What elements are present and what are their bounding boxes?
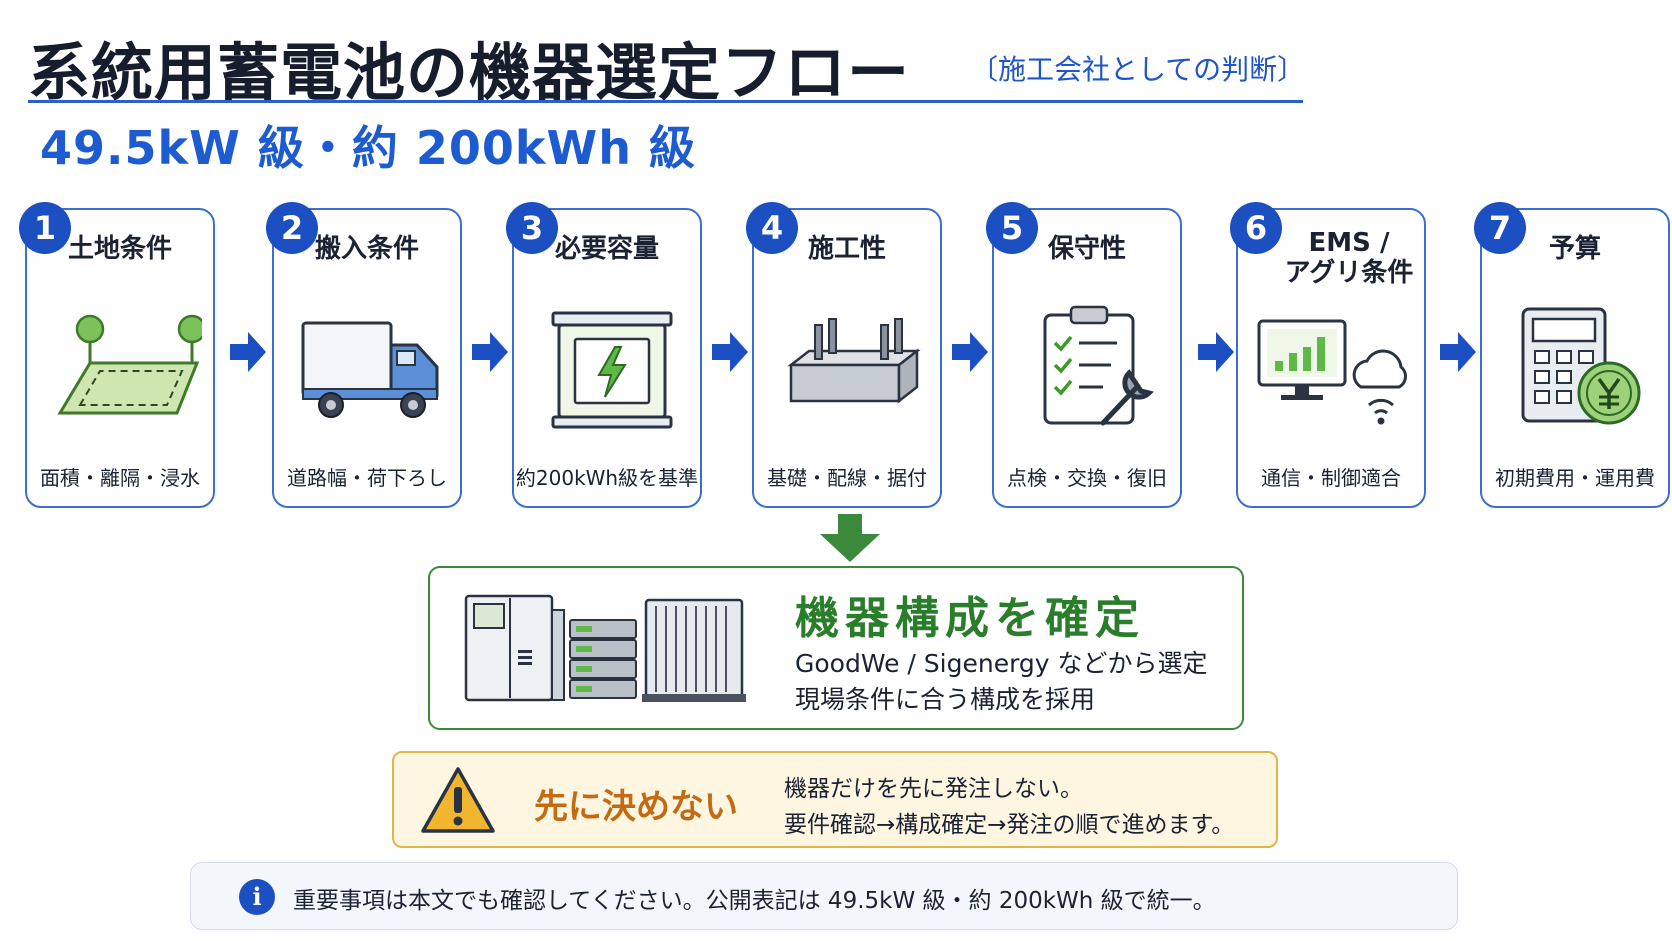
- info-bar: i 重要事項は本文でも確認してください。公開表記は 49.5kW 級・約 200…: [190, 862, 1458, 930]
- warning-title: 先に決めない: [534, 787, 738, 827]
- step-card-6: 6 EMS / アグリ条件 通信・制御適合: [1230, 202, 1426, 508]
- warning-line2: 要件確認→構成確定→発注の順で進めます。: [784, 812, 1235, 838]
- warning-box: 先に決めない 機器だけを先に発注しない。 要件確認→構成確定→発注の順で進めます…: [392, 751, 1278, 848]
- arrow-right-icon: [472, 332, 508, 372]
- step-badge: 2: [266, 202, 318, 254]
- step-label: 施工性: [807, 234, 886, 264]
- page-title: 系統用蓄電池の機器選定フロー: [28, 36, 911, 109]
- step-desc: 道路幅・荷下ろし: [287, 466, 447, 490]
- step-label-line1: EMS /: [1308, 228, 1390, 258]
- arrow-down-icon: [820, 514, 880, 562]
- arrow-right-icon: [712, 332, 748, 372]
- step-label-line2: アグリ条件: [1284, 258, 1414, 288]
- clipboard-wrench-icon: [1043, 305, 1154, 426]
- arrow-right-icon: [952, 332, 988, 372]
- step-card-4: 4 施工性 基礎・配線・据付: [746, 202, 942, 508]
- result-box: 機器構成を確定 GoodWe / Sigenergy などから選定 現場条件に合…: [428, 566, 1244, 730]
- result-title: 機器構成を確定: [795, 593, 1145, 644]
- step-label: 予算: [1548, 234, 1601, 264]
- step-label: 土地条件: [67, 234, 172, 264]
- info-icon: i: [239, 879, 275, 915]
- step-label: 必要容量: [554, 234, 659, 264]
- step-card-1: 1 土地条件 面積・離隔・浸水: [19, 202, 215, 508]
- step-desc: 基礎・配線・据付: [767, 466, 927, 490]
- step-desc: 面積・離隔・浸水: [40, 466, 200, 490]
- step-badge: 5: [986, 202, 1038, 254]
- monitor-cloud-icon: [1257, 319, 1407, 425]
- title-divider: [28, 100, 1303, 103]
- page-subtitle: 49.5kW 級・約 200kWh 級: [40, 121, 696, 175]
- step-card-7: 7 予算 初期費用・運用費: [1474, 202, 1670, 508]
- foundation-icon: [787, 318, 921, 404]
- step-desc: 通信・制御適合: [1261, 466, 1401, 490]
- step-badge: 7: [1474, 202, 1526, 254]
- step-label: 保守性: [1047, 234, 1126, 264]
- calculator-yen-icon: [1521, 307, 1641, 425]
- step-badge: 4: [746, 202, 798, 254]
- battery-icon: [551, 311, 673, 429]
- step-badge: 3: [506, 202, 558, 254]
- step-card-3: 3 必要容量 約200kWh級を基準: [506, 202, 702, 508]
- arrow-right-icon: [230, 332, 266, 372]
- step-badge: 1: [19, 202, 71, 254]
- step-card-2: 2 搬入条件 道路幅・荷下ろし: [266, 202, 462, 508]
- warning-icon: [421, 767, 495, 833]
- warning-line1: 機器だけを先に発注しない。: [784, 776, 1083, 802]
- title-note: 〔施工会社としての判断〕: [970, 53, 1306, 86]
- result-line2: 現場条件に合う構成を採用: [795, 685, 1096, 714]
- arrow-right-icon: [1198, 332, 1234, 372]
- equipment-icons: [464, 594, 746, 702]
- step-label: 搬入条件: [314, 234, 419, 264]
- land-icon: [57, 314, 202, 415]
- info-text: 重要事項は本文でも確認してください。公開表記は 49.5kW 級・約 200kW…: [293, 888, 1216, 914]
- step-desc: 初期費用・運用費: [1495, 466, 1655, 490]
- step-card-5: 5 保守性 点検・交換・復旧: [986, 202, 1182, 508]
- step-label: EMS / アグリ条件: [1278, 228, 1420, 288]
- result-line1: GoodWe / Sigenergy などから選定: [795, 649, 1208, 678]
- arrow-right-icon: [1440, 332, 1476, 372]
- step-desc: 約200kWh級を基準: [515, 466, 699, 490]
- step-desc: 点検・交換・復旧: [1007, 466, 1167, 490]
- step-badge: 6: [1230, 202, 1282, 254]
- truck-icon: [301, 321, 439, 418]
